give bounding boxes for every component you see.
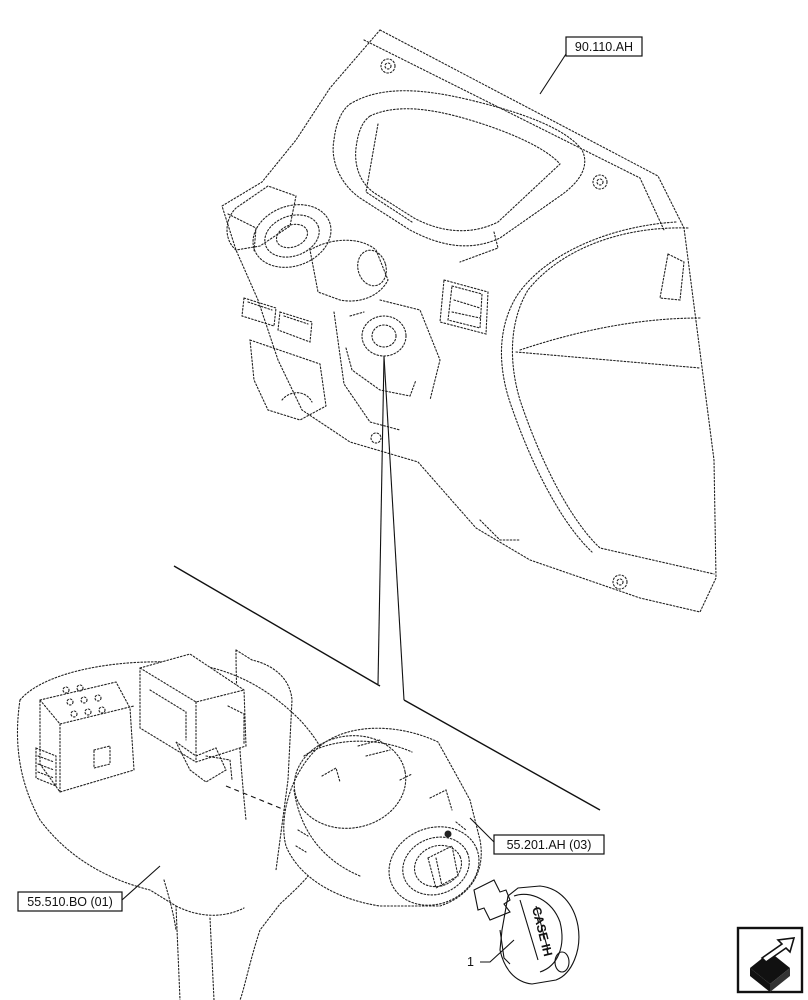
reference-text-55-510-bo: 55.510.BO (01) xyxy=(27,895,112,909)
reference-label-90-110-ah[interactable]: 90.110.AH xyxy=(539,36,643,95)
wiring-harness xyxy=(16,649,336,1000)
reference-label-55-201-ah[interactable]: 55.201.AH (03) xyxy=(469,817,605,855)
ignition-switch xyxy=(283,727,482,907)
mount-bolt-right xyxy=(592,174,608,190)
section-line-lower xyxy=(403,699,601,811)
leader-console-to-switch-b xyxy=(383,355,405,701)
leader-console-to-switch-a xyxy=(377,355,385,685)
mount-bolt-top xyxy=(380,58,396,74)
ignition-socket-location xyxy=(333,311,417,444)
callout-1[interactable]: 1 xyxy=(467,939,515,969)
callout-1-text: 1 xyxy=(467,955,474,969)
ignition-key: CASE IH xyxy=(473,879,580,985)
rocker-switches xyxy=(241,297,313,343)
reference-text-90-110-ah: 90.110.AH xyxy=(575,40,633,54)
electrical-connector-plug xyxy=(35,681,135,793)
mount-bolt-bottom xyxy=(612,574,628,590)
reference-text-55-201-ah: 55.201.AH (03) xyxy=(507,838,592,852)
air-vent xyxy=(439,279,489,335)
reference-label-55-510-bo[interactable]: 55.510.BO (01) xyxy=(17,865,161,912)
connection-dashed-line xyxy=(225,785,291,813)
navigate-arrow-icon[interactable] xyxy=(736,926,804,994)
round-gauge xyxy=(252,204,332,268)
electrical-connector-socket xyxy=(139,653,247,783)
section-line-upper xyxy=(173,565,381,687)
dashboard-console xyxy=(221,29,717,613)
key-brand-text: CASE IH xyxy=(529,905,555,958)
